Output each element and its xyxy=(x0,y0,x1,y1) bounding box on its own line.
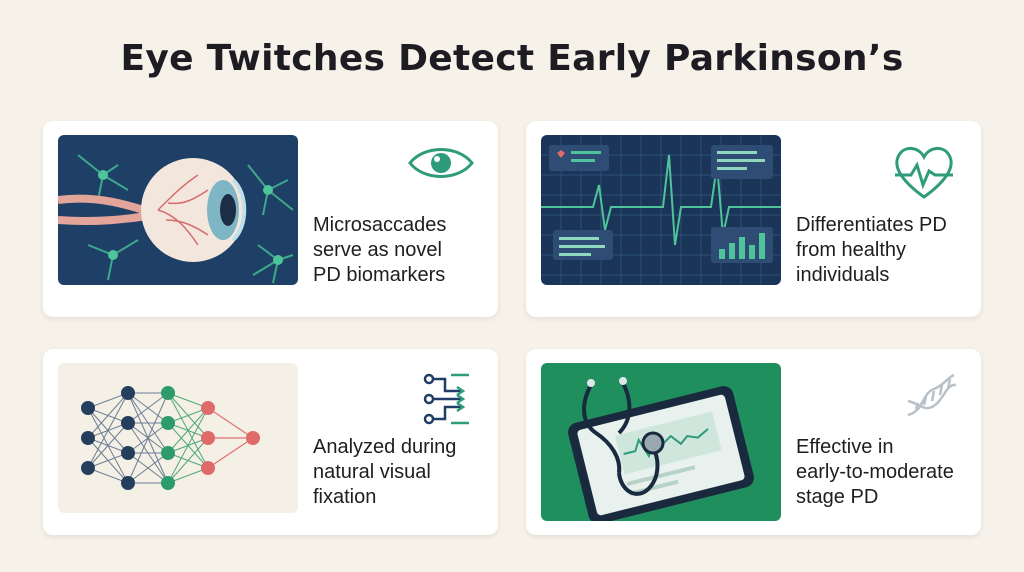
card-text-line: early-to-moderate xyxy=(796,461,954,483)
card-effective: Effective in early-to-moderate stage PD xyxy=(526,349,981,535)
card-text-line: serve as novel xyxy=(313,239,442,261)
card-text-line: Analyzed during xyxy=(313,436,457,458)
card-text-line: stage PD xyxy=(796,486,879,508)
card-text-line: Differentiates PD xyxy=(796,214,947,236)
card-text-line: Effective in xyxy=(796,436,894,458)
card-text-line: from healthy xyxy=(796,239,907,261)
dna-icon xyxy=(904,371,959,425)
card-text: Effective in early-to-moderate stage PD xyxy=(796,435,971,510)
card-text-line: Microsaccades xyxy=(313,214,447,236)
card-microsaccades: Microsaccades serve as novel PD biomarke… xyxy=(43,121,498,317)
card-text-line: individuals xyxy=(796,264,890,286)
page-title: Eye Twitches Detect Early Parkinson’s xyxy=(120,38,904,79)
card-text: Analyzed during natural visual fixation xyxy=(313,435,488,510)
circuit-arrows-icon xyxy=(421,371,476,430)
card-text-line: PD biomarkers xyxy=(313,264,446,286)
ecg-monitor-illustration xyxy=(541,135,781,285)
eye-icon xyxy=(406,143,476,187)
card-differentiates: Differentiates PD from healthy individua… xyxy=(526,121,981,317)
card-text-line: fixation xyxy=(313,486,377,508)
stethoscope-tablet-illustration xyxy=(541,363,781,521)
card-text: Differentiates PD from healthy individua… xyxy=(796,213,971,288)
card-analyzed: Analyzed during natural visual fixation xyxy=(43,349,498,535)
heart-pulse-icon xyxy=(889,143,959,207)
card-text: Microsaccades serve as novel PD biomarke… xyxy=(313,213,488,288)
eye-neurons-illustration xyxy=(58,135,298,285)
card-text-line: natural visual xyxy=(313,461,431,483)
neural-network-illustration xyxy=(58,363,298,513)
